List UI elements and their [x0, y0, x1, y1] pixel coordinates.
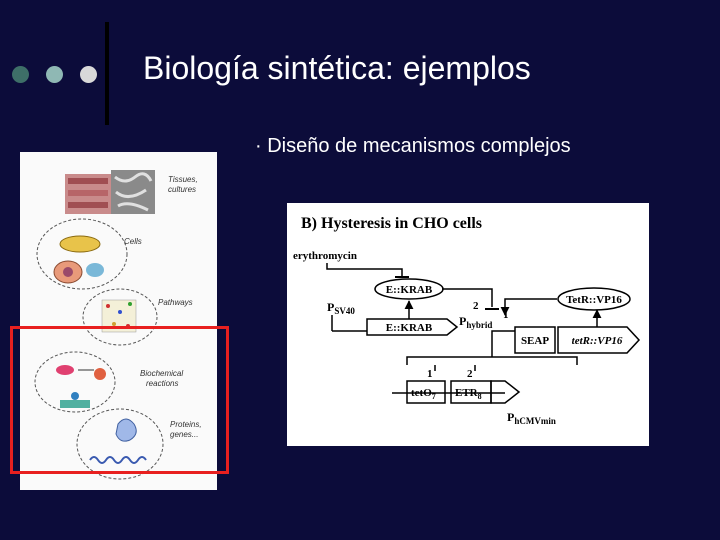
- teto-box: [406, 380, 446, 404]
- label-genes: genes...: [170, 430, 198, 439]
- label-box-2: 2: [467, 368, 473, 380]
- tetr-to-phybrid: [500, 298, 557, 316]
- protein-drawing: [89, 418, 147, 464]
- culture-image: [111, 170, 155, 214]
- label-p-hybrid: Phybrid: [459, 314, 492, 330]
- hysteresis-figure: B) Hysteresis in CHO cells erythromycin …: [287, 203, 649, 446]
- hierarchy-figure: Tissues, cultures Cells Pathways: [20, 152, 217, 490]
- highlight-box: [10, 326, 229, 474]
- ekrab-to-phybrid: [442, 288, 493, 307]
- label-proteins: Proteins,: [170, 420, 202, 429]
- ekrab-gene: [366, 318, 459, 336]
- label-ekrab-protein: E::KRAB: [386, 284, 433, 296]
- hysteresis-circuit-diagram: B) Hysteresis in CHO cells erythromycin …: [293, 215, 641, 426]
- label-tetr-vp16-protein: TetR::VP16: [566, 294, 622, 306]
- cell-drawings: [53, 235, 104, 284]
- erythromycin-line: [326, 263, 403, 277]
- bullet-text: · Diseño de mecanismos complejos: [255, 135, 571, 157]
- label-site-2: 2: [473, 300, 479, 312]
- label-erythromycin: erythromycin: [293, 250, 357, 262]
- dot-medium: [46, 66, 63, 83]
- box-ticks: [434, 365, 476, 371]
- title-divider: [105, 22, 109, 125]
- p-hybrid-promoter: [491, 330, 515, 343]
- label-etr: ETR8: [455, 387, 482, 401]
- dot-dark: [12, 66, 29, 83]
- label-p-sv40: PSV40: [327, 300, 355, 316]
- label-ekrab-gene: E::KRAB: [386, 322, 433, 334]
- biochemical-drawing: [56, 365, 106, 408]
- label-teto: tetO7: [411, 387, 436, 401]
- operator-arrow-head: [490, 380, 521, 404]
- dot-light: [80, 66, 97, 83]
- label-tissues: Tissues,: [168, 175, 198, 184]
- level-circles: [34, 218, 164, 480]
- label-biochemical: Biochemical: [140, 369, 183, 378]
- label-tetr-vp16-gene: tetR::VP16: [572, 335, 623, 347]
- label-p-hcmvmin: PhCMVmin: [507, 410, 556, 426]
- label-seap: SEAP: [521, 335, 549, 347]
- label-cells: Cells: [124, 237, 142, 246]
- slide-title: Biología sintética: ejemplos: [143, 50, 531, 86]
- seap-gene: [514, 326, 556, 354]
- label-reactions: reactions: [146, 379, 178, 388]
- label-pathways: Pathways: [158, 298, 193, 307]
- detail-bracket: [406, 356, 578, 365]
- label-cultures: cultures: [168, 185, 196, 194]
- tetr-vp16-gene: [557, 326, 641, 354]
- label-box-1: 1: [427, 368, 433, 380]
- diagram-title: B) Hysteresis in CHO cells: [301, 215, 482, 232]
- decorative-dots: [12, 66, 97, 84]
- tissue-image: [65, 174, 111, 214]
